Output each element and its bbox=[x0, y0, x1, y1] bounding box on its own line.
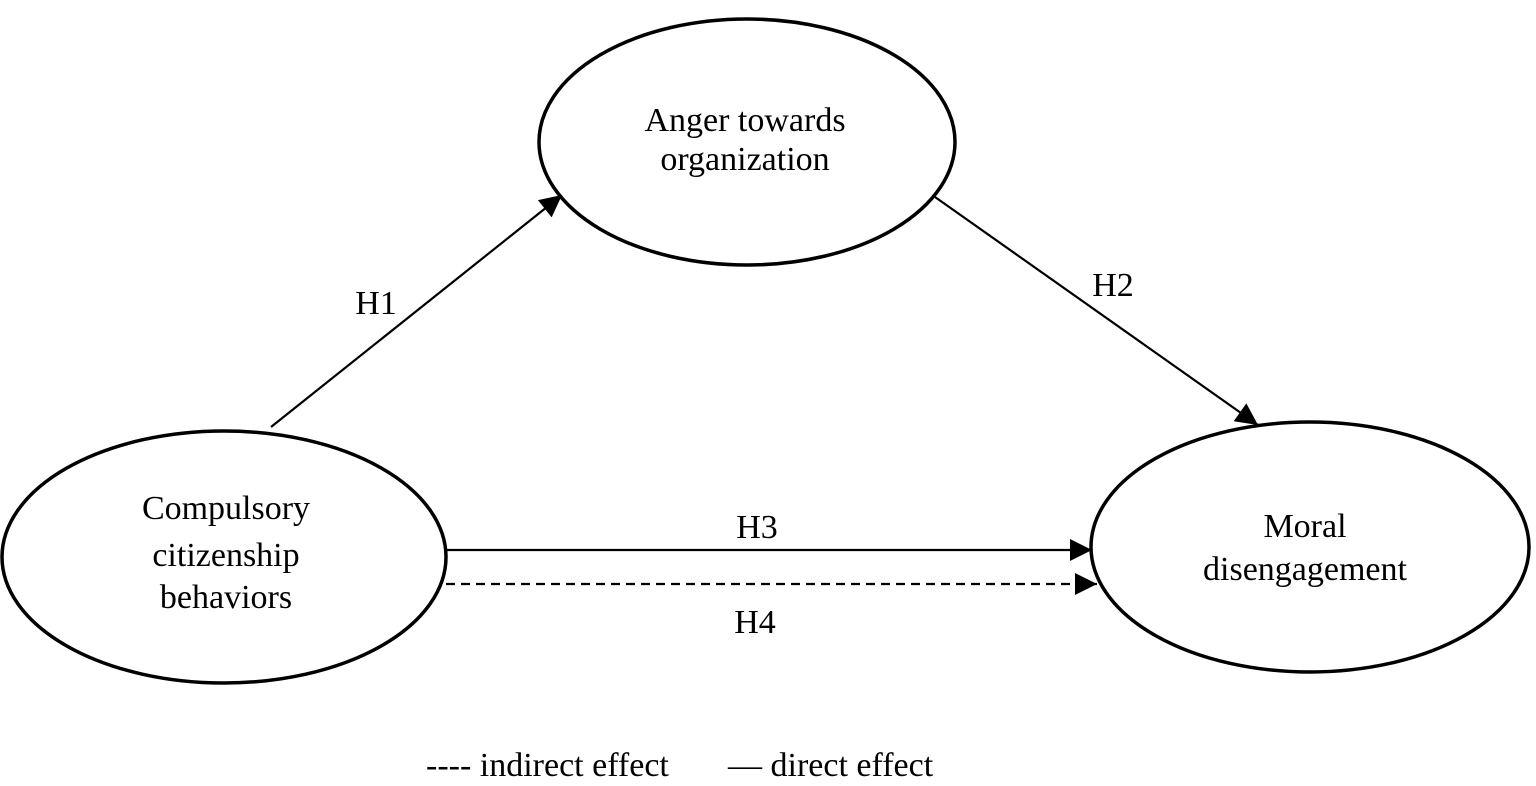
node-anger-label-line-2: organization bbox=[660, 141, 829, 178]
node-moral-label-line-1: Moral bbox=[1263, 508, 1346, 545]
legend: ---- indirect effect — direct effect bbox=[426, 747, 934, 784]
node-ccb-label-line-3: behaviors bbox=[160, 579, 292, 616]
edge-label-h4: H4 bbox=[734, 604, 776, 641]
node-ccb-label-line-2: citizenship bbox=[152, 537, 299, 574]
node-ccb-label-line-1: Compulsory bbox=[142, 490, 310, 527]
legend-direct-effect: — direct effect bbox=[727, 747, 934, 784]
node-moral-label-line-2: disengagement bbox=[1203, 551, 1407, 588]
node-moral-disengagement: Moral disengagement bbox=[1089, 420, 1531, 674]
edges bbox=[270, 194, 1259, 595]
legend-indirect-effect: ---- indirect effect bbox=[426, 747, 669, 784]
edge-h1-arrow bbox=[270, 194, 563, 428]
edge-h2-arrow bbox=[934, 196, 1259, 426]
node-anger-label-line-1: Anger towards bbox=[644, 102, 845, 139]
edge-label-h1: H1 bbox=[355, 285, 397, 322]
node-anger-towards-organization: Anger towards organization bbox=[537, 17, 957, 267]
edge-label-h2: H2 bbox=[1092, 267, 1134, 304]
edge-label-h3: H3 bbox=[736, 509, 778, 546]
node-compulsory-citizenship-behaviors: Compulsory citizenship behaviors bbox=[0, 429, 448, 685]
